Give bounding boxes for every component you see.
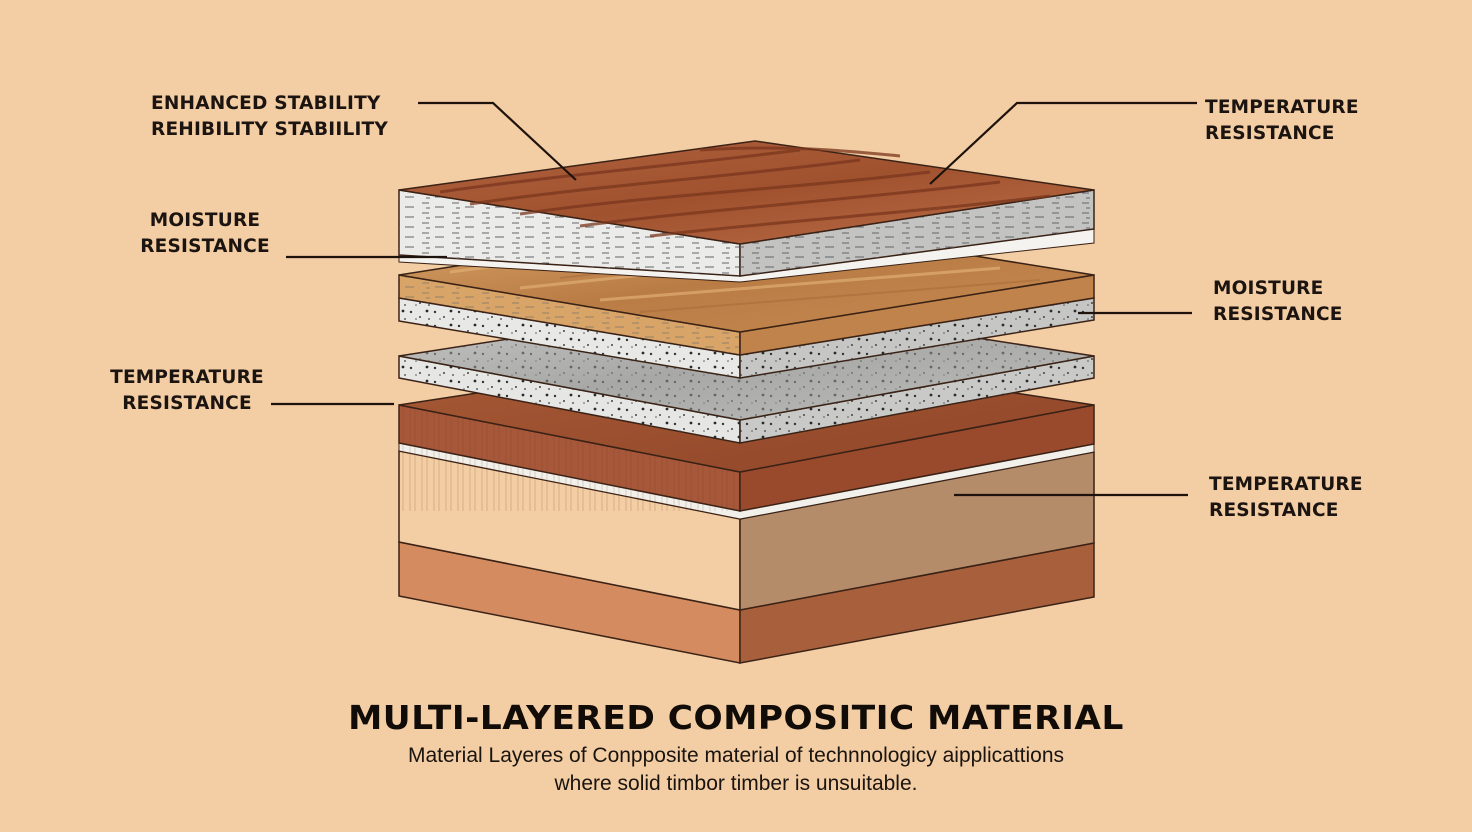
label-line: RESISTANCE [122,393,252,414]
label-line: MOISTURE [149,210,261,231]
label-line: RESISTANCE [1209,500,1339,521]
label-temperature-resistance-top: TEMPERATURE RESISTANCE [1205,95,1359,147]
label-moisture-resistance-left: MOISTURE RESISTANCE [135,208,275,260]
label-line: TEMPERATURE [1209,474,1363,495]
diagram-subtitle: Material Layeres of Conpposite material … [0,742,1472,798]
label-temperature-resistance-left: TEMPERATURE RESISTANCE [104,365,270,417]
label-line: RESISTANCE [140,236,270,257]
label-line: TEMPERATURE [1205,97,1359,118]
label-enhanced-stability: ENHANCED STABILITY REHIBILITY STABIILITY [151,91,388,143]
subtitle-line-2: where solid timbor timber is unsuitable. [554,772,918,795]
dark-wood-veneer-layer [398,140,1095,283]
label-line: REHIBILITY STABIILITY [151,119,388,140]
leader-lines [271,101,1197,497]
label-moisture-resistance-right: MOISTURE RESISTANCE [1213,276,1343,328]
diagram-title: MULTI-LAYERED COMPOSITIC MATERIAL [348,698,1124,737]
label-temperature-resistance-right: TEMPERATURE RESISTANCE [1209,472,1363,524]
label-line: MOISTURE [1213,278,1324,299]
label-line: RESISTANCE [1205,123,1335,144]
label-line: RESISTANCE [1213,304,1343,325]
label-line: ENHANCED STABILITY [151,93,381,114]
label-line: TEMPERATURE [110,367,264,388]
subtitle-line-1: Material Layeres of Conpposite material … [407,744,1065,767]
